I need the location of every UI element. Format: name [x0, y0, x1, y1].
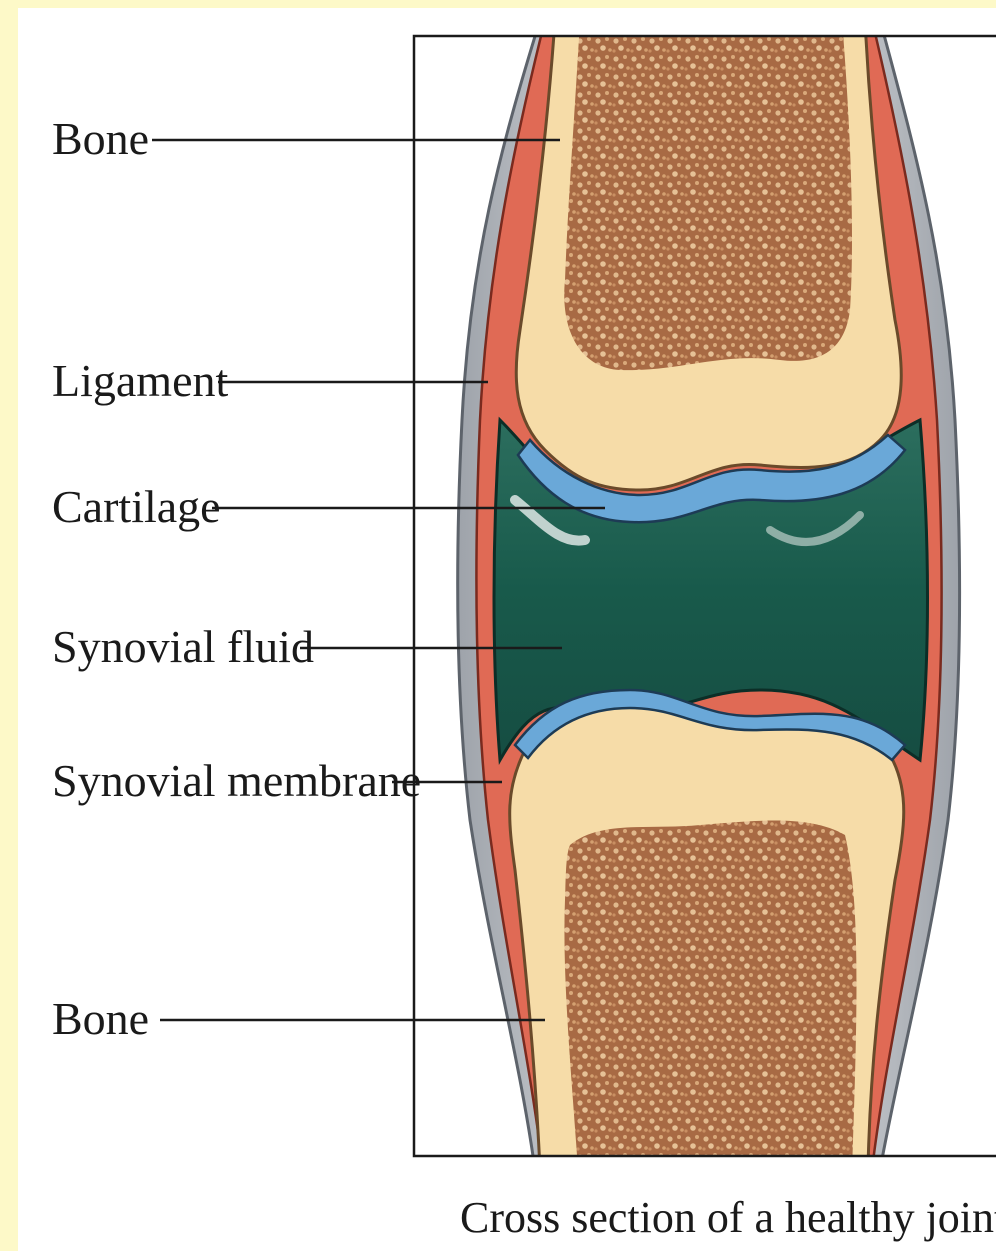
- label-synovial-fluid: Synovial fluid: [52, 621, 314, 672]
- label-synovial-membrane: Synovial membrane: [52, 755, 421, 806]
- spongy-bone-upper: [564, 20, 852, 370]
- spongy-bone-lower: [564, 821, 856, 1170]
- label-bone-top: Bone: [52, 113, 149, 164]
- figure-caption: Cross section of a healthy joint: [460, 1193, 996, 1242]
- label-ligament: Ligament: [52, 355, 228, 406]
- label-cartilage: Cartilage: [52, 481, 221, 532]
- label-bone-bottom: Bone: [52, 993, 149, 1044]
